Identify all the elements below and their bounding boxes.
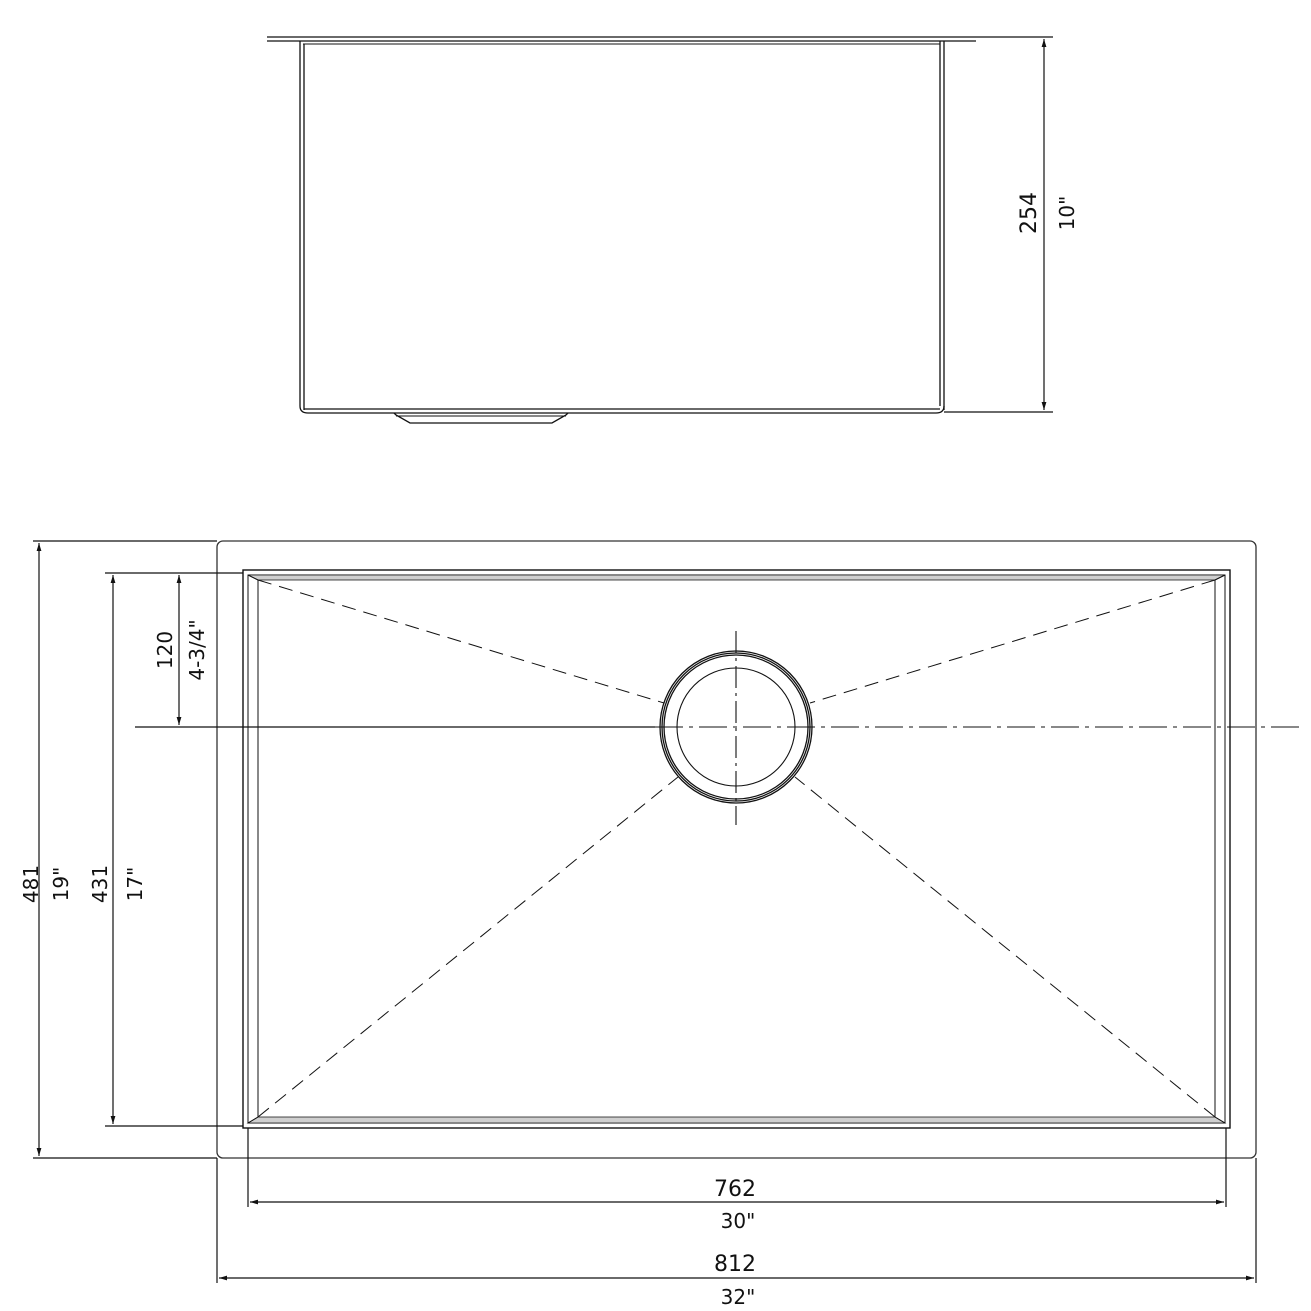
inner-depth-mm: 431: [88, 865, 112, 903]
inner-depth-in: 17": [123, 867, 147, 902]
side-height-dimension: [944, 36, 1053, 413]
outer-width-mm: 812: [714, 1252, 756, 1277]
side-view: [267, 36, 976, 424]
side-height-in: 10": [1055, 196, 1079, 231]
side-height-mm: 254: [1017, 192, 1042, 234]
outer-depth-mm: 481: [19, 865, 43, 903]
outer-width-in: 32": [721, 1285, 756, 1309]
slope-lines: [257, 579, 1216, 1118]
vertical-dimensions: [33, 540, 243, 1159]
inner-width-mm: 762: [714, 1177, 756, 1202]
drain-offset-mm: 120: [153, 631, 177, 669]
outer-depth-in: 19": [49, 867, 73, 902]
inner-width-in: 30": [721, 1209, 756, 1233]
drain-offset-in: 4-3/4": [185, 619, 209, 680]
top-view: [135, 540, 1300, 1159]
drain-outlet: [393, 412, 569, 424]
horizontal-dimensions: [216, 1128, 1257, 1283]
